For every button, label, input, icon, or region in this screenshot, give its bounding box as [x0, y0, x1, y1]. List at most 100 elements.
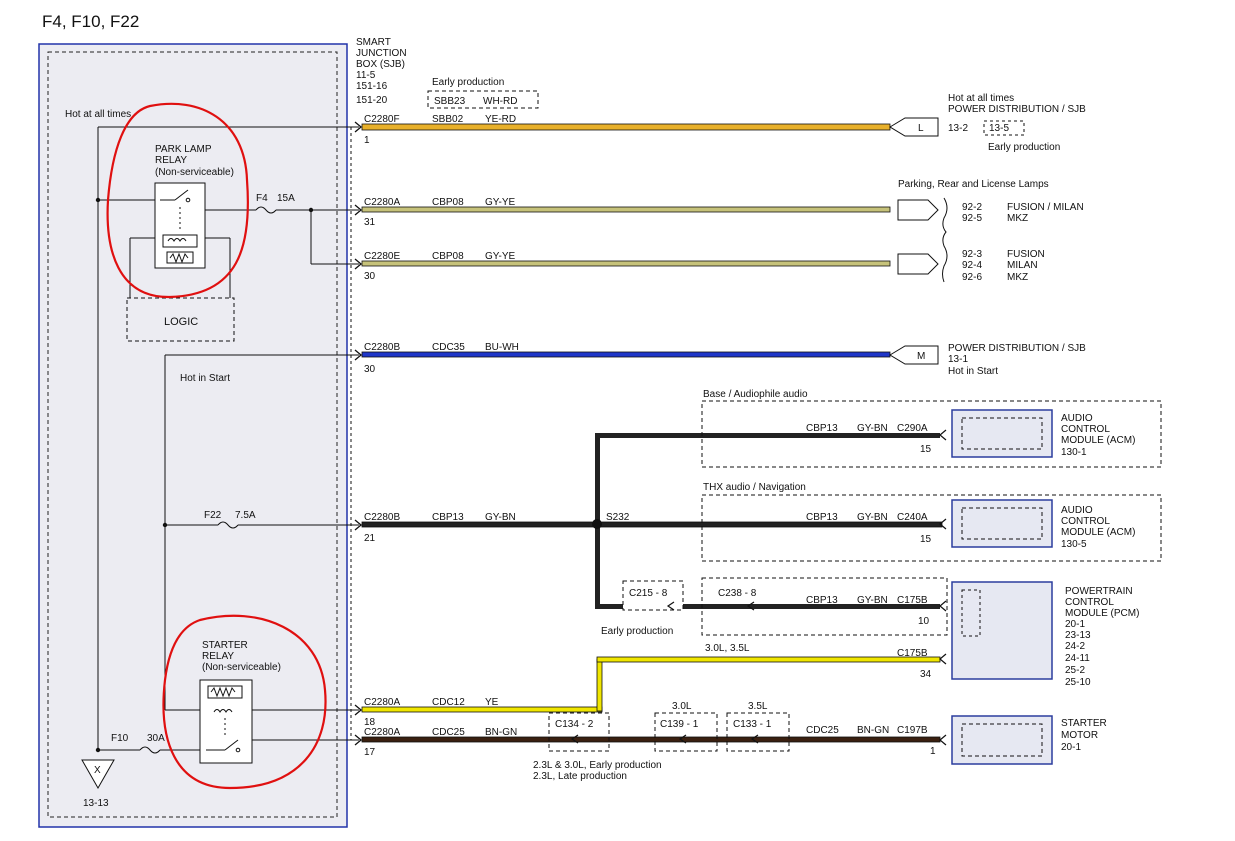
svg-text:AUDIO: AUDIO [1061, 505, 1093, 516]
red-annotation-starter-relay [162, 614, 327, 790]
svg-text:Hot in Start: Hot in Start [948, 366, 998, 377]
svg-text:Base / Audiophile audio: Base / Audiophile audio [703, 389, 808, 400]
svg-text:C240A: C240A [897, 512, 928, 523]
svg-text:CBP08: CBP08 [432, 197, 464, 208]
svg-text:92-2: 92-2 [962, 202, 982, 213]
svg-text:RELAY: RELAY [202, 651, 234, 662]
svg-text:24-11: 24-11 [1065, 653, 1090, 664]
svg-text:20-1: 20-1 [1065, 619, 1085, 630]
svg-text:POWERTRAIN: POWERTRAIN [1065, 586, 1133, 597]
svg-text:2.3L, Late production: 2.3L, Late production [533, 771, 627, 782]
fuse-f10-label: F10 [111, 733, 129, 744]
svg-text:BN-GN: BN-GN [857, 725, 889, 736]
early-production-box-row1 [427, 90, 539, 109]
svg-text:MKZ: MKZ [1007, 272, 1028, 283]
svg-text:30: 30 [364, 364, 376, 375]
svg-text:MOTOR: MOTOR [1061, 730, 1098, 741]
svg-text:2.3L & 3.0L, Early production: 2.3L & 3.0L, Early production [533, 760, 662, 771]
svg-text:(Non-serviceable): (Non-serviceable) [155, 167, 234, 178]
svg-text:C2280E: C2280E [364, 251, 400, 262]
svg-text:C139 - 1: C139 - 1 [660, 719, 699, 730]
sjb-junction-dots [95, 197, 314, 753]
svg-text:CBP13: CBP13 [806, 512, 838, 523]
hot-at-all-times-label: Hot at all times [65, 109, 131, 120]
svg-text:151-16: 151-16 [356, 81, 388, 92]
svg-text:CONTROL: CONTROL [1061, 516, 1110, 527]
svg-text:CONTROL: CONTROL [1061, 424, 1110, 435]
svg-text:CDC35: CDC35 [432, 342, 465, 353]
fuse-f22-label: F22 [204, 510, 222, 521]
fuse-f4-rating: 15A [277, 193, 295, 204]
svg-text:POWER DISTRIBUTION / SJB: POWER DISTRIBUTION / SJB [948, 104, 1086, 115]
park-lamp-relay: PARK LAMP RELAY (Non-serviceable) [154, 144, 234, 269]
svg-text:CBP08: CBP08 [432, 251, 464, 262]
wires [361, 123, 943, 743]
svg-text:3.0L, 3.5L: 3.0L, 3.5L [705, 643, 750, 654]
svg-text:POWER DISTRIBUTION / SJB: POWER DISTRIBUTION / SJB [948, 343, 1086, 354]
ground-ref: 13-13 [83, 798, 109, 809]
svg-text:18: 18 [364, 717, 376, 728]
svg-text:MODULE (PCM): MODULE (PCM) [1065, 608, 1139, 619]
svg-text:MODULE (ACM): MODULE (ACM) [1061, 435, 1135, 446]
svg-text:CBP13: CBP13 [432, 512, 464, 523]
svg-text:GY-YE: GY-YE [485, 197, 516, 208]
svg-text:Early production: Early production [601, 626, 673, 637]
circuit-row-4: C2280B 30 CDC35 BU-WH [364, 342, 519, 375]
early-production-label-row1: Early production [432, 77, 504, 88]
starter-motor-circuit: C134 - 2 2.3L & 3.0L, Early production 2… [533, 701, 1107, 782]
svg-text:C2280B: C2280B [364, 512, 400, 523]
svg-text:STARTER: STARTER [202, 640, 248, 651]
svg-text:Parking, Rear and License Lamp: Parking, Rear and License Lamps [898, 179, 1049, 190]
svg-text:C215 - 8: C215 - 8 [629, 588, 668, 599]
early-wire-color-row1: WH-RD [483, 96, 517, 107]
svg-text:SBB02: SBB02 [432, 114, 464, 125]
svg-text:CONTROL: CONTROL [1065, 597, 1114, 608]
svg-text:YE: YE [485, 697, 499, 708]
svg-text:23-13: 23-13 [1065, 630, 1091, 641]
svg-text:130-5: 130-5 [1061, 539, 1087, 550]
svg-text:L: L [918, 123, 924, 134]
logic-label: LOGIC [164, 316, 198, 328]
svg-text:CDC25: CDC25 [432, 727, 465, 738]
svg-text:MILAN: MILAN [1007, 260, 1038, 271]
svg-text:X: X [94, 765, 101, 776]
svg-text:151-20: 151-20 [356, 95, 388, 106]
sjb-label: SMART JUNCTION BOX (SJB) 11-5 151-16 151… [356, 37, 407, 106]
svg-text:21: 21 [364, 533, 376, 544]
svg-text:25-10: 25-10 [1065, 677, 1091, 688]
svg-text:YE-RD: YE-RD [485, 114, 516, 125]
svg-text:3.0L: 3.0L [672, 701, 692, 712]
svg-text:C2280A: C2280A [364, 697, 400, 708]
diagram-title: F4, F10, F22 [42, 12, 139, 31]
fuse-f22-rating: 7.5A [235, 510, 256, 521]
svg-text:92-6: 92-6 [962, 272, 982, 283]
svg-text:92-5: 92-5 [962, 213, 982, 224]
svg-text:C2280A: C2280A [364, 197, 400, 208]
svg-text:CDC12: CDC12 [432, 697, 465, 708]
svg-text:130-1: 130-1 [1061, 447, 1087, 458]
svg-text:BU-WH: BU-WH [485, 342, 519, 353]
svg-text:FUSION / MILAN: FUSION / MILAN [1007, 202, 1084, 213]
circuit-row-1: C2280F 1 SBB02 YE-RD [364, 114, 516, 146]
svg-text:30: 30 [364, 271, 376, 282]
svg-text:31: 31 [364, 217, 376, 228]
svg-text:25-2: 25-2 [1065, 665, 1085, 676]
svg-text:CDC25: CDC25 [806, 725, 839, 736]
svg-text:92-4: 92-4 [962, 260, 982, 271]
svg-text:C134 - 2: C134 - 2 [555, 719, 594, 730]
power-distribution-sjb-m: M POWER DISTRIBUTION / SJB 13-1 Hot in S… [889, 343, 1086, 377]
svg-text:92-3: 92-3 [962, 249, 982, 260]
svg-text:3.5L: 3.5L [748, 701, 768, 712]
pcm-module: C215 - 8 Early production C238 - 8 CBP13… [601, 577, 1139, 688]
svg-text:17: 17 [364, 747, 376, 758]
svg-text:RELAY: RELAY [155, 155, 187, 166]
acm-thx-audio: THX audio / Navigation CBP13 GY-BN C240A… [701, 482, 1162, 562]
svg-text:24-2: 24-2 [1065, 641, 1085, 652]
svg-text:34: 34 [920, 669, 932, 680]
fuse-f4-label: F4 [256, 193, 268, 204]
svg-text:10: 10 [918, 616, 930, 627]
circuit-row-3: C2280E 30 CBP08 GY-YE [364, 251, 516, 282]
svg-text:STARTER: STARTER [1061, 718, 1107, 729]
red-annotation-park-relay [106, 102, 249, 299]
svg-text:GY-BN: GY-BN [485, 512, 516, 523]
